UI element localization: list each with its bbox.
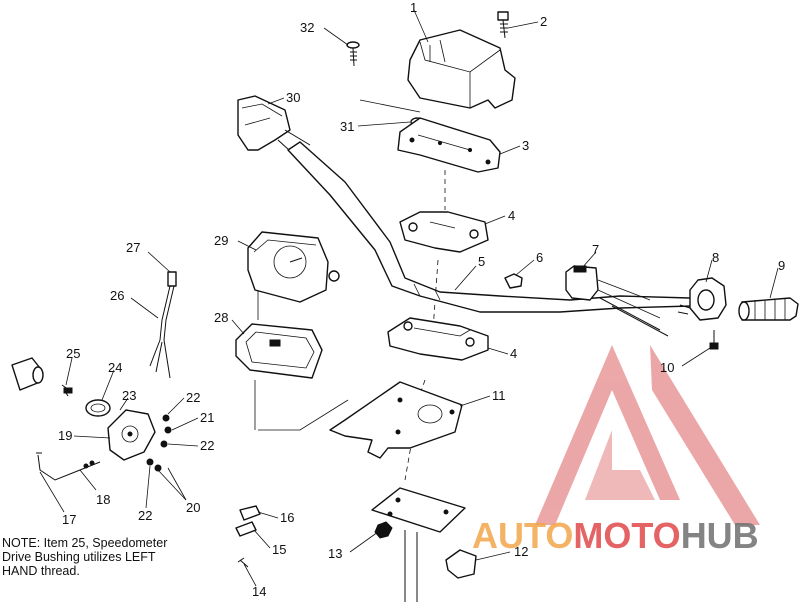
part-7-switch-housing <box>565 265 661 319</box>
part-12-steering-post <box>371 487 477 602</box>
watermark-triangle-right <box>650 345 760 525</box>
thread-note-line-3: HAND thread. <box>2 564 80 578</box>
callout-label-5: 5 <box>478 254 485 269</box>
thread-note: NOTE: Item 25, Speedometer Drive Bushing… <box>2 536 222 578</box>
watermark-text-hub: HUB <box>681 515 759 556</box>
part-28-gauge-cup <box>235 323 323 379</box>
part-8-throttle-housing <box>677 277 727 321</box>
part-5-handlebar <box>287 141 693 337</box>
part-25-drive-bushing <box>11 357 73 397</box>
callout-label-4-lower: 4 <box>510 346 517 361</box>
part-11-bracket <box>329 381 463 459</box>
part-3-mount-plate <box>397 117 501 173</box>
callout-label-14: 14 <box>252 584 266 599</box>
callout-label-13: 13 <box>328 546 342 561</box>
part-4-upper-clamp <box>399 211 489 253</box>
part-1-handlebar-cover <box>407 29 516 109</box>
callout-label-18: 18 <box>96 492 110 507</box>
callout-label-2: 2 <box>540 14 547 29</box>
callout-label-4-upper: 4 <box>508 208 515 223</box>
callout-label-3: 3 <box>522 138 529 153</box>
watermark-triangle-inner <box>585 430 655 500</box>
callout-label-24: 24 <box>108 360 122 375</box>
callout-label-10: 10 <box>660 360 674 375</box>
part-24-ring <box>85 399 111 417</box>
callout-label-22-mid: 22 <box>200 438 214 453</box>
callout-label-11: 11 <box>492 388 506 403</box>
part-19-drive-housing <box>107 409 156 461</box>
watermark-text-auto: AUTO <box>472 515 573 556</box>
callout-label-30: 30 <box>286 90 300 105</box>
part-14-16-small-parts <box>235 505 261 568</box>
thread-note-line-1: NOTE: Item 25, Speedometer <box>2 536 168 550</box>
callout-label-26: 26 <box>110 288 124 303</box>
callout-label-32: 32 <box>300 20 314 35</box>
part-10-screw <box>709 330 719 350</box>
thread-note-line-2: Drive Bushing utilizes LEFT <box>2 550 156 564</box>
part-4-lower-clamp <box>387 317 489 361</box>
part-26-27-speedo-cable <box>149 271 177 379</box>
callout-label-6: 6 <box>536 250 543 265</box>
center-axis-line <box>404 170 446 481</box>
watermark-text-moto: MOTO <box>573 515 680 556</box>
callout-leaders <box>39 9 779 587</box>
callout-label-19: 19 <box>58 428 72 443</box>
callout-label-23: 23 <box>122 388 136 403</box>
callout-label-7: 7 <box>592 242 599 257</box>
callout-label-20: 20 <box>186 500 200 515</box>
callout-label-8: 8 <box>712 250 719 265</box>
part-2-bolt <box>497 11 509 39</box>
callout-label-29: 29 <box>214 233 228 248</box>
callout-label-1: 1 <box>410 0 417 15</box>
callout-label-22-bottom: 22 <box>138 508 152 523</box>
part-29-speedometer <box>247 231 340 303</box>
part-20-23-hardware <box>146 414 172 472</box>
callout-label-15: 15 <box>272 542 286 557</box>
watermark-logo <box>535 345 760 525</box>
callout-label-25: 25 <box>66 346 80 361</box>
callout-label-22-top: 22 <box>186 390 200 405</box>
watermark-triangle-outer <box>535 345 680 525</box>
dashed-link <box>359 99 421 113</box>
callout-labels: 1 2 32 30 31 3 4 29 27 5 6 7 8 9 26 28 4… <box>58 0 785 599</box>
part-17-18-wire <box>36 452 101 481</box>
part-6-block <box>504 273 523 289</box>
callout-label-9: 9 <box>778 258 785 273</box>
callout-label-21: 21 <box>200 410 214 425</box>
callout-label-12: 12 <box>514 544 528 559</box>
watermark-text: AUTOMOTOHUB <box>472 515 759 556</box>
callout-label-31: 31 <box>340 119 354 134</box>
callout-label-17: 17 <box>62 512 76 527</box>
callout-label-27: 27 <box>126 240 140 255</box>
part-9-grip <box>738 297 799 321</box>
part-32-screw <box>346 41 360 67</box>
part-13-nut <box>374 521 393 539</box>
callout-label-16: 16 <box>280 510 294 525</box>
part-30-master-cylinder <box>237 95 311 161</box>
callout-label-28: 28 <box>214 310 228 325</box>
gauge-leader-lines <box>254 290 349 431</box>
